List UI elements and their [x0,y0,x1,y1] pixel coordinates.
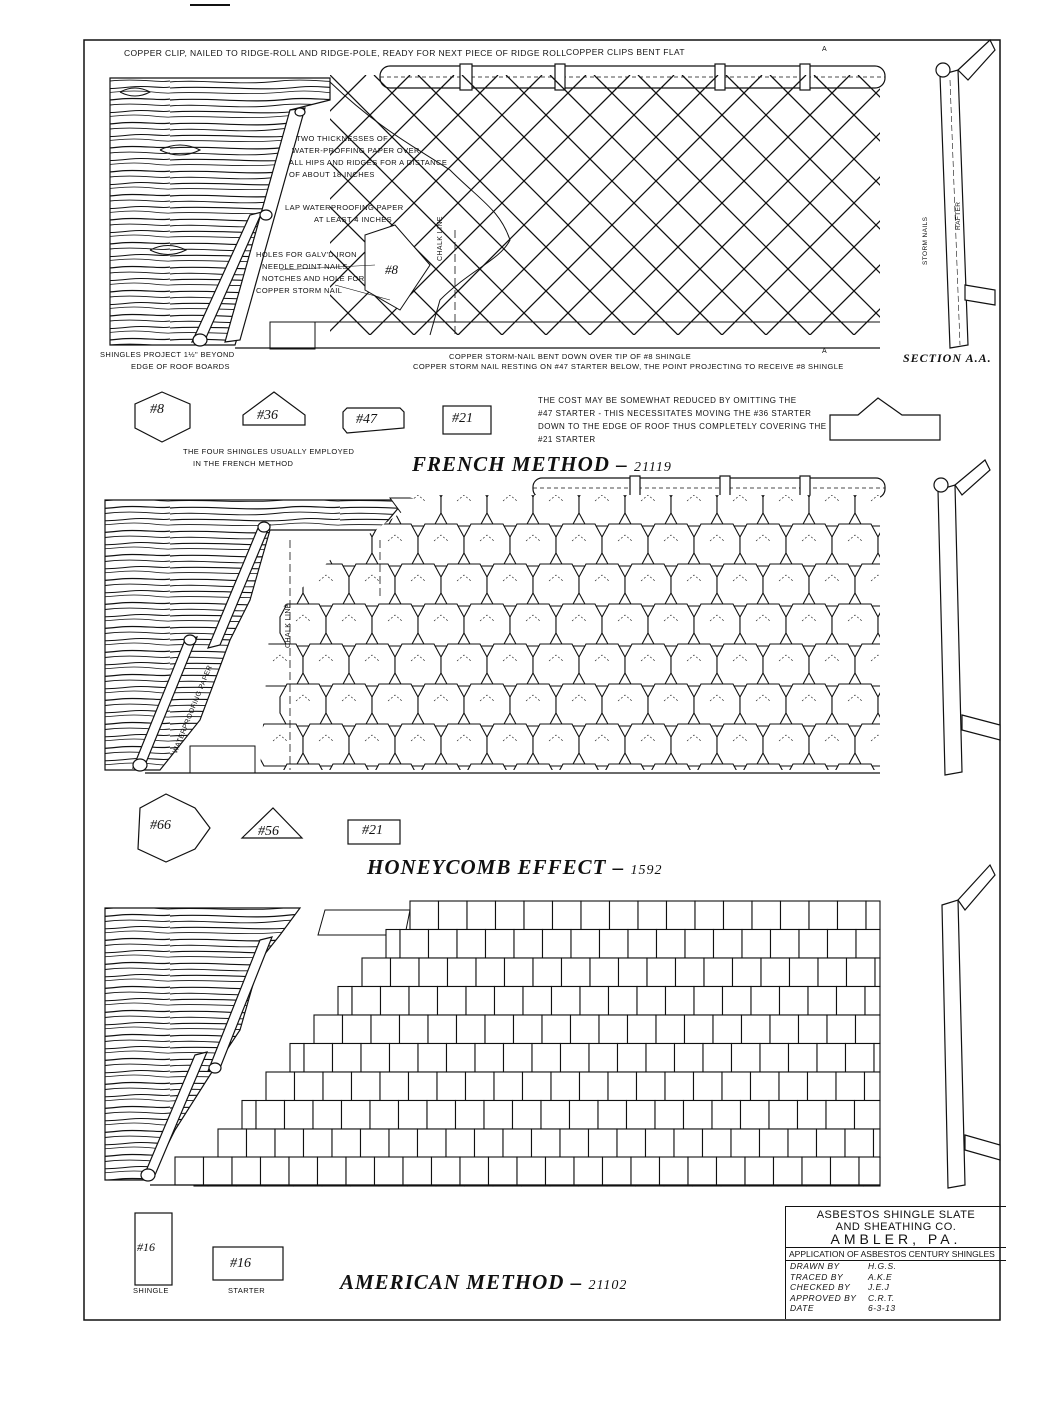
shingle-21-shape [442,405,492,435]
label-storm-nails: STORM NAILS [922,216,929,265]
shingle-21b-shape [347,819,401,845]
label-holes-3: NOTCHES AND HOLE FOR [262,274,365,283]
label-chalk-line-french: CHALK LINE [437,216,444,261]
french-paper-edge [329,81,511,336]
french-shingle-grid [330,75,880,335]
label-two-thick-4: OF ABOUT 18 INCHES [289,170,375,179]
honey-paper-rolls [131,521,272,772]
shingle-16-shape [134,1212,173,1286]
label-s21: #21 [452,411,473,426]
label-two-thick-2: WATER-PROFFING PAPER OVER [292,146,420,155]
label-rafter: RAFTER [955,201,962,230]
marker-a-bottom: A [822,348,828,355]
shingle-66-shape [137,793,211,863]
french-ridge-roll [379,63,886,91]
american-shingle-shapes [134,1212,284,1286]
label-starter: STARTER [228,1286,266,1295]
label-lap-1: LAP WATERPROOFING PAPER [285,203,404,212]
label-clips-bent: COPPER CLIPS BENT FLAT [566,47,686,57]
label-storm-rest: COPPER STORM NAIL RESTING ON #47 STARTER… [413,362,844,371]
label-s16b: #16 [230,1256,251,1271]
cost-note: THE COST MAY BE SOMEWHAT REDUCED BY OMIT… [538,396,827,444]
title-honeycomb: HONEYCOMB EFFECT – 1592 [367,855,663,879]
section-aa-label: SECTION A.A. [903,351,992,365]
alt-starter-detail [829,397,941,441]
american-paper-rolls [140,936,273,1182]
label-holes-2: NEEDLE POINT NAILS [262,262,348,271]
title-block: ASBESTOS SHINGLE SLATE AND SHEATHING CO.… [785,1206,1006,1319]
label-two-thick-3: ALL HIPS AND RIDGES FOR A DISTANCE [289,158,448,167]
title-french: FRENCH METHOD – 21119 [412,452,672,476]
label-s21b: #21 [362,823,383,838]
honey-shingle-grid [260,495,880,770]
marker-a-top: A [822,46,828,53]
section-aa-top [935,39,996,349]
label-shingle: SHINGLE [133,1286,169,1295]
honey-ridge-roll [532,475,886,501]
label-s8: #8 [150,402,164,417]
label-s47: #47 [356,412,377,427]
label-s66: #66 [150,818,171,833]
shingle-8-shape [134,391,191,443]
company-name: ASBESTOS SHINGLE SLATE AND SHEATHING CO.… [816,1209,976,1247]
label-s56: #56 [258,824,279,839]
sheet-border [83,39,1001,1321]
american-shingle-grid [174,900,881,1187]
label-8-detail: #8 [385,262,398,277]
label-holes-1: HOLES FOR GALV'D IRON [256,250,357,259]
label-storm-bent: COPPER STORM-NAIL BENT DOWN OVER TIP OF … [449,352,692,361]
label-copper-clip: COPPER CLIP, NAILED TO RIDGE-ROLL AND RI… [124,48,567,58]
section-aa-middle [933,459,1001,776]
starter-16-shape [212,1246,284,1281]
drawing-subtitle: APPLICATION OF ASBESTOS CENTURY SHINGLES [786,1247,1006,1261]
label-holes-4: COPPER STORM NAIL [256,286,343,295]
honey-shingle-shapes [137,793,401,863]
shingle-56-shape [240,807,304,839]
label-lap-2: AT LEAST 4 INCHES [314,215,393,224]
section-aa-bottom [941,863,1001,1189]
label-four-2: IN THE FRENCH METHOD [193,459,294,468]
french-paper-rolls [190,107,306,347]
label-four-1: THE FOUR SHINGLES USUALLY EMPLOYED [183,447,355,456]
title-american: AMERICAN METHOD – 21102 [340,1270,628,1294]
label-project-2: EDGE OF ROOF BOARDS [131,362,230,371]
honey-roof-boards [104,499,407,771]
label-two-thick-1: TWO THICKNESSES OF [296,134,389,143]
shingle-47-shape [342,407,405,434]
shingle-36-shape [242,391,306,426]
shingle-8-detail [364,224,431,311]
label-s36: #36 [257,408,278,423]
french-shingle-shapes [134,391,941,443]
label-project-1: SHINGLES PROJECT 1½" BEYOND [100,350,235,359]
label-s16a: #16 [137,1240,155,1254]
label-chalk-line-honey: CHALK LINE [285,603,292,648]
